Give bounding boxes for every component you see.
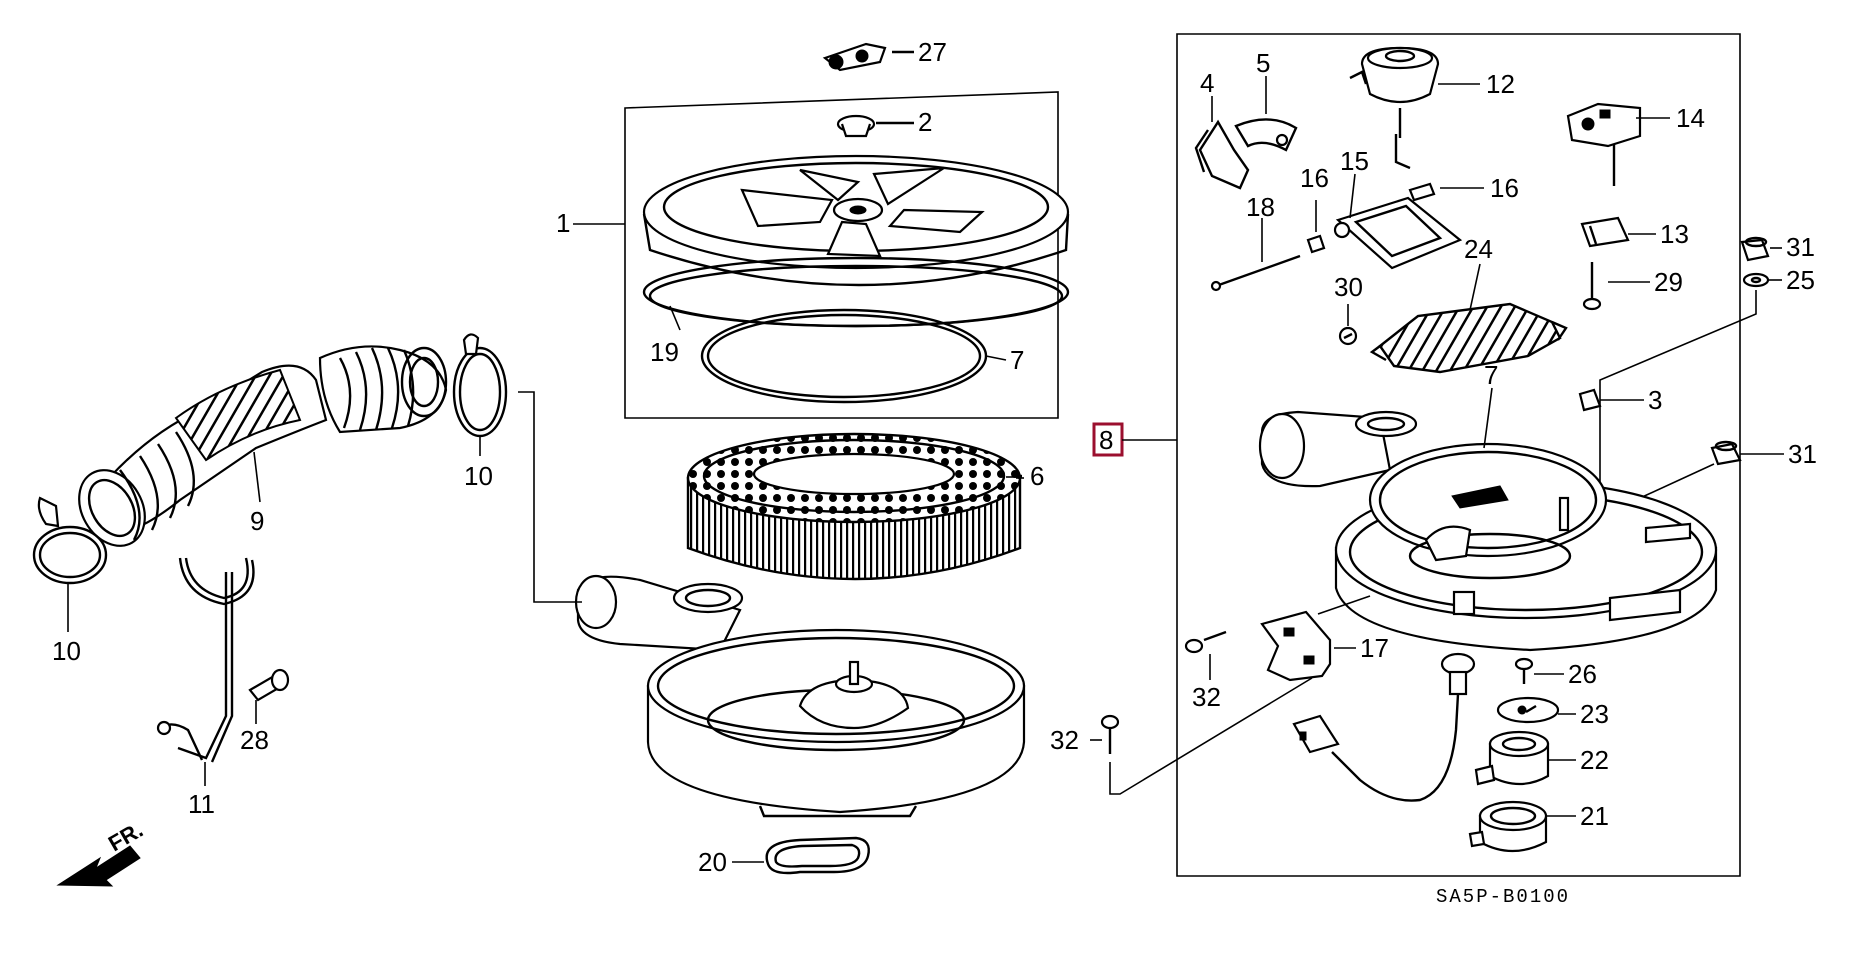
front-direction-arrow — [56, 845, 141, 887]
part-15-valve-plate — [1333, 173, 1463, 270]
part-11-stay — [156, 557, 255, 786]
label-4: 4 — [1200, 68, 1214, 98]
temperature-sensor-wire — [1292, 652, 1476, 802]
label-18: 18 — [1246, 192, 1275, 222]
part-32-bolt-upper — [1184, 630, 1227, 680]
part-16-pin-upper — [1408, 182, 1484, 202]
label-30: 30 — [1334, 272, 1363, 302]
leader-25-case — [1599, 290, 1757, 500]
part-29-bolt — [1582, 262, 1650, 311]
label-9: 9 — [250, 506, 264, 536]
label-16-left: 16 — [1300, 163, 1329, 193]
label-25: 25 — [1786, 265, 1815, 295]
label-5: 5 — [1256, 48, 1270, 78]
part-31-nut-upper — [1740, 236, 1782, 262]
part-6-filter-element — [686, 432, 1024, 581]
cover-group-box — [624, 91, 1059, 419]
label-12: 12 — [1486, 69, 1515, 99]
lower-case-housing — [574, 574, 1026, 818]
label-6: 6 — [1030, 461, 1044, 491]
part-1-cover — [573, 154, 1070, 287]
part-18-rod — [1210, 218, 1301, 292]
part-5-bracket — [1234, 76, 1298, 152]
diagram-code: SA5P-B0100 — [1436, 886, 1570, 908]
label-24: 24 — [1464, 234, 1493, 264]
part-labels: 27 2 1 19 7 6 9 10 10 28 11 20 4 5 12 14… — [52, 37, 1817, 877]
label-10-right: 10 — [464, 461, 493, 491]
part-24-shield — [1369, 263, 1568, 374]
part-10-clamp-left — [32, 496, 108, 632]
part-14-sensor — [1566, 102, 1670, 186]
part-3-nut — [1578, 388, 1644, 412]
label-2: 2 — [918, 107, 932, 137]
label-19: 19 — [650, 337, 679, 367]
part-20-gasket — [732, 836, 870, 875]
case-assembly-group-box — [1176, 33, 1741, 877]
label-27: 27 — [918, 37, 947, 67]
label-31-upper: 31 — [1786, 232, 1815, 262]
part-21-housing — [1468, 800, 1576, 852]
label-22: 22 — [1580, 745, 1609, 775]
label-15: 15 — [1340, 146, 1369, 176]
part-17-bracket — [1260, 595, 1371, 682]
part-4-bracket — [1194, 96, 1250, 190]
label-26: 26 — [1568, 659, 1597, 689]
label-32-upper: 32 — [1192, 682, 1221, 712]
label-1: 1 — [556, 208, 570, 238]
part-22-valve-body — [1474, 730, 1576, 786]
label-8: 8 — [1099, 425, 1113, 455]
part-30-screw — [1338, 304, 1358, 346]
label-11: 11 — [188, 789, 215, 819]
part-27-clip — [822, 42, 914, 72]
label-20: 20 — [698, 847, 727, 877]
label-23: 23 — [1580, 699, 1609, 729]
label-21: 21 — [1580, 801, 1609, 831]
label-14: 14 — [1676, 103, 1705, 133]
label-31-lower: 31 — [1788, 439, 1817, 469]
part-10-clamp-right — [452, 333, 508, 456]
label-16-right: 16 — [1490, 173, 1519, 203]
part-25-washer — [1742, 272, 1782, 288]
label-7-upper: 7 — [1010, 345, 1024, 375]
case-assembly — [1258, 387, 1718, 652]
part-9-intake-duct — [78, 345, 448, 547]
label-32-lower: 32 — [1050, 725, 1079, 755]
part-28-bolt — [248, 668, 290, 724]
label-7-lower: 7 — [1484, 360, 1498, 390]
part-32-bolt-lower — [1090, 714, 1120, 754]
label-28: 28 — [240, 725, 269, 755]
part-26-screw — [1514, 657, 1564, 684]
part-31-nut-lower — [1639, 440, 1784, 499]
part-23-seal — [1496, 696, 1576, 724]
label-29: 29 — [1654, 267, 1683, 297]
part-19-seal — [642, 256, 1070, 331]
leader-10-case — [518, 391, 582, 603]
label-13: 13 — [1660, 219, 1689, 249]
part-7-gasket-upper — [700, 308, 1007, 404]
part-2-wing-nut — [836, 114, 914, 138]
front-direction-label: FR. — [104, 817, 147, 856]
leader-32-bracket — [1109, 677, 1313, 795]
label-10-left: 10 — [52, 636, 81, 666]
part-13-damper — [1580, 216, 1656, 248]
part-12-vacuum-motor — [1349, 46, 1480, 170]
label-17: 17 — [1360, 633, 1389, 663]
part-16-pin-left — [1306, 200, 1326, 254]
label-3: 3 — [1648, 385, 1662, 415]
